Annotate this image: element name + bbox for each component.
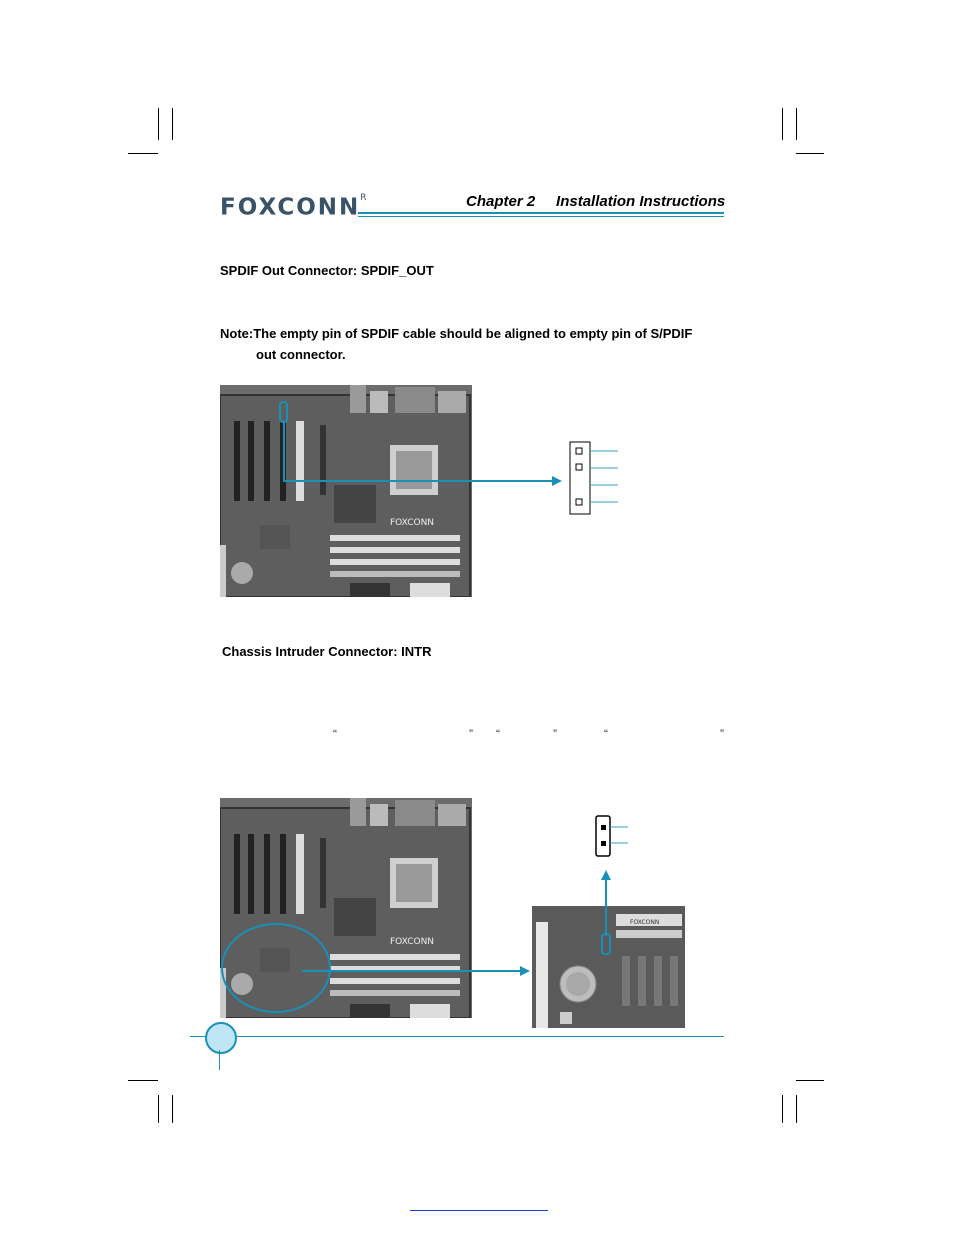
crop-mark bbox=[128, 153, 158, 154]
foxconn-logo: FOXCONNR bbox=[220, 193, 367, 221]
spdif-note-line2: out connector. bbox=[256, 347, 346, 362]
svg-text:FOXCONN: FOXCONN bbox=[390, 937, 434, 947]
intr-zoom-image: FOXCONN bbox=[532, 906, 685, 1028]
header-rule bbox=[358, 212, 724, 214]
spdif-connector-diagram bbox=[569, 441, 618, 515]
crop-mark bbox=[172, 1095, 173, 1123]
chapter-title: Chapter 2 Installation Instructions bbox=[466, 193, 726, 210]
crop-mark bbox=[782, 108, 783, 140]
spdif-note-line1: Note:The empty pin of SPDIF cable should… bbox=[220, 326, 693, 341]
crop-mark bbox=[796, 108, 797, 140]
crop-mark bbox=[158, 1095, 159, 1123]
header-rule-thin bbox=[358, 216, 724, 217]
spdif-heading: SPDIF Out Connector: SPDIF_OUT bbox=[220, 263, 434, 278]
svg-text:FOXCONN: FOXCONN bbox=[390, 518, 434, 528]
crop-mark bbox=[796, 1080, 824, 1081]
crop-mark bbox=[782, 1095, 783, 1123]
crop-mark bbox=[796, 1095, 797, 1123]
intr-connector-diagram bbox=[595, 815, 628, 857]
quote-mark: “ bbox=[496, 727, 500, 741]
quote-mark: “ bbox=[333, 727, 337, 741]
footer-link-underline[interactable] bbox=[410, 1210, 548, 1211]
footer-tick bbox=[219, 1050, 220, 1070]
crop-mark bbox=[796, 153, 824, 154]
page-number-badge bbox=[205, 1022, 237, 1054]
quote-mark: ” bbox=[720, 727, 724, 741]
quote-mark: ” bbox=[469, 727, 473, 741]
intr-arrow-right bbox=[302, 966, 530, 976]
intr-arrow-up bbox=[601, 870, 611, 936]
svg-text:FOXCONN: FOXCONN bbox=[630, 919, 659, 926]
quote-mark: ” bbox=[553, 727, 557, 741]
footer-rule bbox=[190, 1036, 724, 1037]
crop-mark bbox=[128, 1080, 158, 1081]
motherboard-image-intr: FOXCONN bbox=[220, 798, 472, 1018]
crop-mark bbox=[172, 108, 173, 140]
crop-mark bbox=[158, 108, 159, 140]
intr-heading: Chassis Intruder Connector: INTR bbox=[222, 644, 432, 659]
quote-mark: “ bbox=[604, 727, 608, 741]
spdif-arrow bbox=[283, 422, 562, 486]
motherboard-image-spdif: FOXCONN bbox=[220, 385, 472, 597]
